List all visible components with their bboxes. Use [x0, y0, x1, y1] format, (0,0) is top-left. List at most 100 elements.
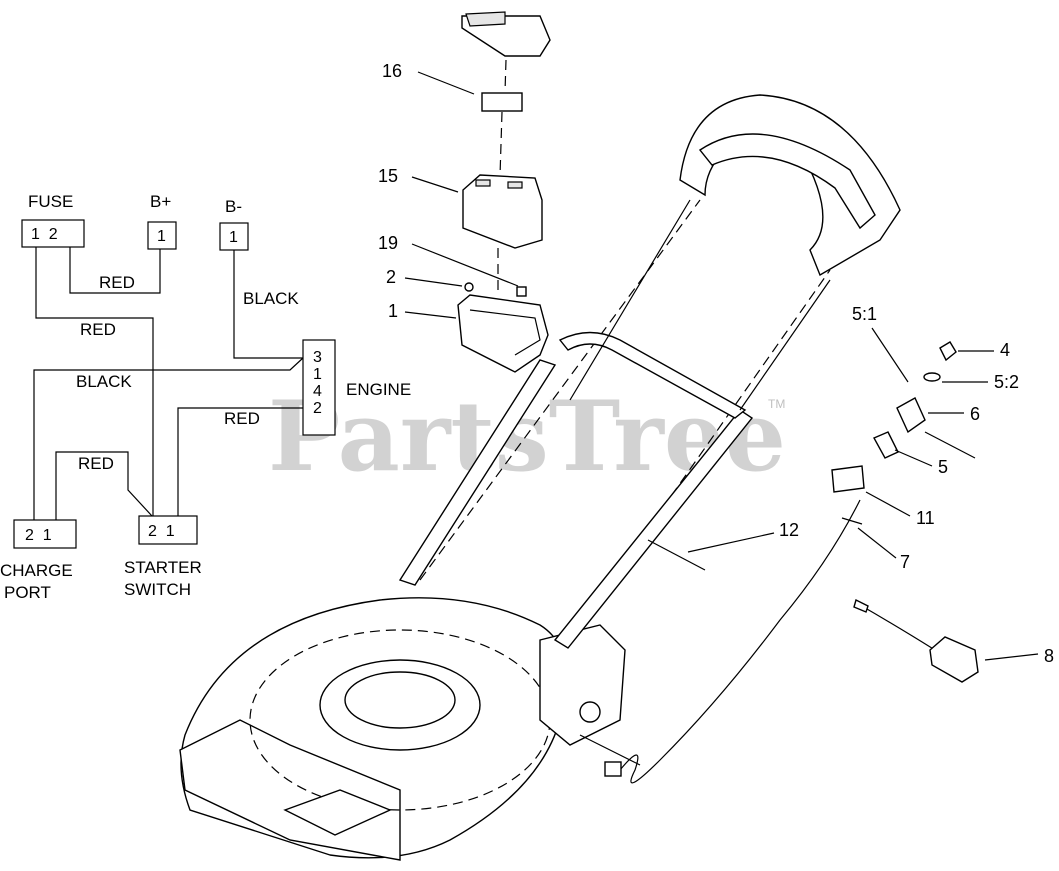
wire-bminus-engine-label: BLACK: [243, 289, 299, 308]
callout-5: 5: [938, 457, 948, 477]
charger-cord: [859, 604, 936, 651]
handle-lower-left: [398, 359, 557, 586]
bplus-connector: [147, 221, 177, 250]
wire-charge-starter: [55, 451, 153, 520]
wiring-schematic: FUSE 1 2 B+ 1 B- 1 3 1 4 2 ENGINE 2 1 CH…: [0, 192, 411, 602]
leader-16: [417, 71, 475, 95]
screw-2: [464, 282, 474, 292]
leader-12: [687, 532, 775, 553]
mower-illustration: [179, 94, 901, 861]
leader-8: [984, 653, 1039, 661]
callouts: 16 15 19 2 1 5:1 4 5:2 6 5 11 12 7 8: [378, 61, 1054, 666]
handle-bail: [698, 133, 876, 230]
handle-lower-right: [553, 409, 754, 649]
screw-7: [841, 517, 863, 525]
handle-left-rail: [419, 199, 701, 581]
foam-pad: [481, 92, 523, 112]
battery-cover: [461, 15, 551, 57]
callout-7: 7: [900, 552, 910, 572]
starter-switch-label-1: STARTER: [124, 558, 202, 577]
battery-tray-part: [457, 294, 549, 373]
callout-11: 11: [916, 508, 935, 528]
battery-cover-grip: [465, 11, 506, 27]
clip-19: [516, 286, 527, 297]
handle-upper-right: [739, 279, 831, 411]
leader-7: [857, 527, 897, 559]
engine-pin-3: 4: [313, 383, 322, 400]
charge-port-label-1: CHARGE: [0, 561, 73, 580]
charger-part: [853, 598, 979, 683]
wire-fuse-bplus: [69, 247, 161, 294]
callout-6: 6: [970, 404, 980, 424]
callout-15: 15: [378, 166, 398, 186]
leader-2: [404, 277, 463, 287]
switch-screw: [924, 431, 976, 459]
callout-5-2: 5:2: [994, 372, 1019, 392]
callout-4: 4: [1000, 340, 1010, 360]
battery-terminal-1: [475, 179, 491, 187]
axle-rod: [579, 734, 641, 766]
key-4: [939, 341, 957, 362]
switch-6: [896, 397, 926, 434]
battery-terminal-2: [507, 181, 523, 189]
starter-switch-pins: 2 1: [148, 523, 175, 540]
wire-fuse-bplus-label: RED: [99, 273, 135, 292]
starter-switch-connector: [138, 515, 198, 545]
charger-body: [929, 636, 979, 683]
charge-port-label-2: PORT: [4, 583, 51, 602]
callout-16: 16: [382, 61, 402, 81]
handle-grip: [679, 94, 901, 277]
bminus-pin: 1: [229, 229, 238, 246]
wire-engine-starter-label: RED: [224, 409, 260, 428]
bplus-pin: 1: [157, 228, 166, 245]
battery-tray: [457, 294, 549, 373]
callout-12: 12: [779, 520, 799, 540]
leader-1: [404, 311, 457, 319]
callout-5-1: 5:1: [852, 304, 877, 324]
wire-bminus-engine: [233, 250, 303, 359]
leader-5: [894, 449, 933, 467]
grass-chute-cover: [283, 789, 392, 836]
bplus-label: B+: [150, 192, 171, 211]
leader-19: [411, 243, 519, 287]
watermark-trademark: TM: [768, 397, 785, 411]
battery-cover-part: [461, 11, 551, 57]
wire-engine-starter: [177, 407, 303, 516]
battery-part: [462, 174, 543, 249]
bminus-label: B-: [225, 197, 242, 216]
leader-5-1: [871, 327, 909, 383]
control-cable: [619, 499, 861, 784]
engine-connector: [302, 339, 336, 436]
handle-upper-left: [569, 199, 691, 401]
clip-12: [647, 539, 706, 571]
battery: [462, 174, 543, 249]
rear-housing: [539, 624, 626, 746]
engine-pin-2: 1: [313, 366, 322, 383]
wire-engine-charge: [33, 357, 304, 520]
wire-charge-starter-label: RED: [78, 454, 114, 473]
handle-right-rail: [569, 269, 831, 641]
handle-crossbar: [558, 331, 747, 419]
fuse-label: FUSE: [28, 192, 73, 211]
engine-label: ENGINE: [346, 380, 411, 399]
engine-pin-4: 2: [313, 400, 322, 417]
fuse-connector: [21, 219, 85, 248]
callout-1: 1: [388, 301, 398, 321]
bminus-connector: [219, 222, 249, 251]
wire-engine-charge-label: BLACK: [76, 372, 132, 391]
battery-stack-line: [497, 59, 507, 290]
leader-11: [865, 491, 911, 517]
callout-19: 19: [378, 233, 398, 253]
leader-15: [411, 176, 459, 193]
wire-fuse-starter-label: RED: [80, 320, 116, 339]
charge-port-connector: [13, 519, 77, 549]
nut-5-2: [923, 372, 941, 382]
charge-port-pins: 2 1: [25, 527, 52, 544]
wire-fuse-starter: [35, 247, 154, 516]
callout-2: 2: [386, 267, 396, 287]
motor-cap: [344, 671, 456, 729]
callout-8: 8: [1044, 646, 1054, 666]
battery-tray-inner: [469, 309, 541, 356]
charger-plug: [853, 598, 869, 613]
